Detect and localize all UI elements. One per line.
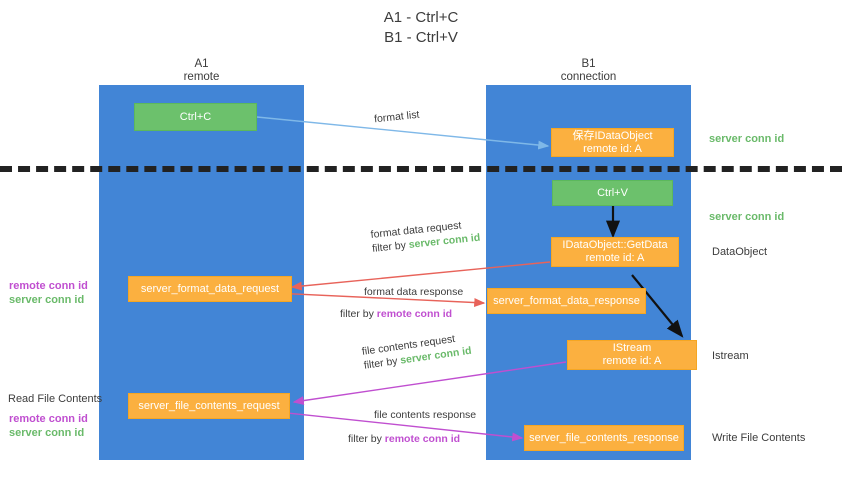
box-server-format-data-request-label: server_format_data_request	[140, 282, 280, 295]
edge-label-format-data-request: format data request filter by server con…	[370, 217, 481, 256]
filter-prefix: filter by	[363, 354, 402, 372]
lane-header-a1: A1 remote	[99, 58, 304, 84]
phase-divider	[0, 166, 842, 172]
diagram-title: A1 - Ctrl+C B1 - Ctrl+V	[0, 8, 842, 48]
note-write-file-contents: Write File Contents	[712, 432, 806, 444]
box-istream[interactable]: IStream remote id: A	[567, 340, 697, 370]
note-server-conn-id-top: server conn id	[709, 133, 785, 145]
note-remote-conn-id-2: remote conn id	[9, 413, 88, 425]
box-server-file-contents-request-label: server_file_contents_request	[138, 399, 280, 412]
box-save-idataobject-line1: 保存IDataObject	[572, 129, 653, 142]
edge-label-format-list: format list	[373, 108, 421, 126]
note-server-conn-id-2: server conn id	[9, 427, 85, 439]
box-save-idataobject[interactable]: 保存IDataObject remote id: A	[551, 128, 674, 157]
lane-header-b1-role: connection	[560, 71, 617, 83]
box-save-idataobject-line2: remote id: A	[583, 142, 642, 155]
note-server-conn-id-mid: server conn id	[709, 211, 785, 223]
box-idataobject-getdata[interactable]: IDataObject::GetData remote id: A	[551, 237, 679, 267]
box-idataobject-getdata-line2: remote id: A	[585, 252, 645, 264]
box-server-file-contents-response[interactable]: server_file_contents_response	[524, 425, 684, 451]
edge-label-format-data-response-line2: filter by remote conn id	[340, 307, 463, 321]
box-istream-line1: IStream	[612, 342, 652, 354]
note-server-conn-id-1: server conn id	[9, 294, 85, 306]
filter-prefix: filter by	[348, 433, 385, 445]
filter-prefix: filter by	[340, 308, 377, 320]
box-istream-line2: remote id: A	[602, 355, 662, 367]
filter-key-remote-conn-id: remote conn id	[384, 433, 461, 445]
edge-label-file-contents-response-line1: file contents response	[374, 409, 477, 421]
note-remote-conn-id-1: remote conn id	[9, 280, 88, 292]
box-ctrl-c[interactable]: Ctrl+C	[134, 103, 257, 131]
box-server-format-data-response[interactable]: server_format_data_response	[487, 288, 646, 314]
edge-label-format-data-response: format data response filter by remote co…	[340, 285, 464, 321]
box-ctrl-v[interactable]: Ctrl+V	[552, 180, 673, 206]
edge-label-file-contents-request: file contents request filter by server c…	[361, 330, 472, 373]
lane-header-a1-name: A1	[194, 58, 209, 70]
title-line-2: B1 - Ctrl+V	[384, 29, 458, 46]
box-ctrl-c-label: Ctrl+C	[179, 110, 212, 123]
filter-prefix: filter by	[371, 239, 410, 255]
box-server-format-data-request[interactable]: server_format_data_request	[128, 276, 292, 302]
box-idataobject-getdata-line1: IDataObject::GetData	[562, 239, 668, 251]
lane-header-b1: B1 connection	[486, 58, 691, 84]
lane-header-a1-role: remote	[183, 71, 220, 83]
box-server-file-contents-response-label: server_file_contents_response	[529, 431, 679, 444]
note-read-file-contents: Read File Contents	[8, 393, 103, 405]
edge-label-file-contents-response: file contents response filter by remote …	[348, 408, 477, 446]
filter-key-remote-conn-id: remote conn id	[376, 308, 453, 320]
box-server-format-data-response-label: server_format_data_response	[493, 294, 640, 307]
lane-header-b1-name: B1	[581, 58, 596, 70]
box-server-file-contents-request[interactable]: server_file_contents_request	[128, 393, 290, 419]
note-dataobject: DataObject	[712, 246, 768, 258]
note-istream: Istream	[712, 350, 749, 362]
box-ctrl-v-label: Ctrl+V	[597, 186, 628, 199]
edge-label-format-data-response-line1: format data response	[364, 286, 464, 298]
title-line-1: A1 - Ctrl+C	[383, 9, 459, 26]
edge-label-file-contents-response-line2: filter by remote conn id	[348, 432, 476, 446]
